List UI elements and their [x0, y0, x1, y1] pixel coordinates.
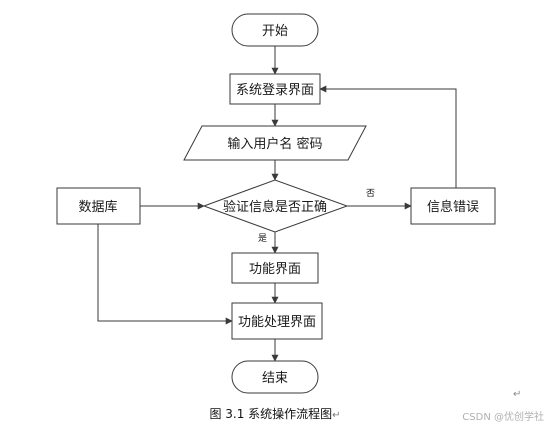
node-database-label: 数据库: [78, 199, 117, 215]
edge-database-process: [97, 224, 233, 325]
caption-paragraph-mark: ↵: [332, 410, 341, 421]
paragraph-mark: ↵: [513, 389, 522, 400]
edge-label-no: 否: [366, 188, 375, 199]
edge-error-login: [319, 85, 457, 188]
node-input-label: 输入用户名 密码: [227, 136, 322, 152]
node-function-label: 功能界面: [249, 262, 301, 277]
node-login: 系统登录界面: [229, 73, 321, 105]
node-process-label: 功能处理界面: [238, 315, 316, 330]
node-verify-label: 验证信息是否正确: [223, 199, 327, 215]
node-start-label: 开始: [262, 24, 288, 39]
figure-caption: 图 3.1 系统操作流程图↵: [0, 405, 550, 422]
watermark: CSDN @优创学社: [462, 412, 544, 423]
node-end: 结束: [231, 360, 319, 394]
edge-label-yes: 是: [258, 233, 267, 244]
node-function: 功能界面: [231, 252, 319, 284]
node-database: 数据库: [56, 187, 141, 225]
node-input: 输入用户名 密码: [183, 125, 367, 161]
caption-text: 图 3.1 系统操作流程图: [209, 407, 333, 421]
node-start: 开始: [231, 13, 319, 47]
node-error: 信息错误: [410, 187, 496, 225]
node-process: 功能处理界面: [231, 302, 323, 340]
node-error-label: 信息错误: [427, 199, 479, 215]
node-end-label: 结束: [262, 371, 288, 386]
node-verify: 验证信息是否正确: [202, 179, 349, 233]
node-login-label: 系统登录界面: [236, 83, 314, 98]
edges: [97, 46, 457, 362]
